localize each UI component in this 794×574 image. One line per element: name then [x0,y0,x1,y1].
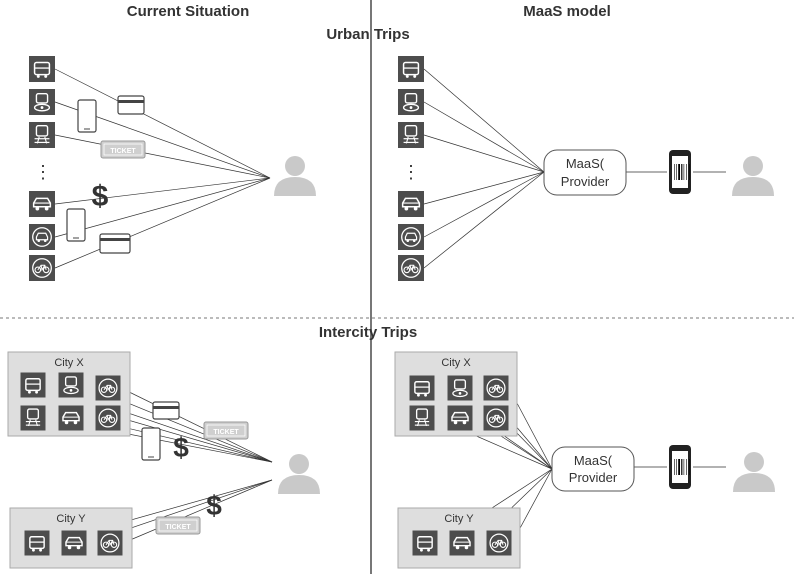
person-icon [732,156,774,196]
provider-line-2: Provider [561,174,610,189]
connection-line [423,171,545,269]
connection-line [423,101,545,173]
more-modes-ellipsis: ⋮ [34,162,52,182]
person-icon [733,452,775,492]
car-icon [398,191,424,217]
tram-icon [447,375,473,401]
credit-card-icon [117,95,145,115]
right-column-title: MaaS model [523,3,611,20]
connection-line [122,479,273,544]
connection-line [54,177,271,269]
city-x-label: City X [441,357,471,369]
barcode-phone-icon [669,445,691,489]
ticket-icon: TICKET [100,140,146,159]
ticket-label: TICKET [165,524,191,531]
dollar-icon: $ [92,180,109,213]
bus-icon [412,530,438,556]
maas-provider-node: MaaS( Provider [551,446,635,492]
more-modes-ellipsis: ⋮ [402,162,420,182]
train-icon [409,405,435,431]
smartphone-icon [141,427,161,461]
connection-line [423,68,545,173]
connection-line [120,417,273,463]
ticket-label: TICKET [213,429,239,436]
bike-icon [483,375,509,401]
intercity-trips-title: Intercity Trips [319,324,417,341]
person-icon [274,156,316,196]
bus-icon [29,56,55,82]
tram-icon [398,89,424,115]
train-icon [29,122,55,148]
car-icon [447,405,473,431]
ticket-label: TICKET [110,148,136,155]
taxi-icon [398,224,424,250]
tram-icon [29,89,55,115]
connection-line [54,177,271,238]
bike-icon [95,405,121,431]
connection-line [423,171,545,238]
connection-line [54,177,271,205]
bus-icon [20,372,46,398]
dollar-icon: $ [206,490,222,521]
connection-line [54,134,271,179]
credit-card-icon [152,401,180,420]
bike-icon [29,255,55,281]
smartphone-icon [66,208,86,242]
ticket-icon: TICKET [203,421,249,440]
barcode-phone-icon [669,150,691,194]
left-column-title: Current Situation [127,3,250,20]
diagram-nodes [20,56,775,556]
bike-icon [95,375,121,401]
bus-icon [24,530,50,556]
provider-line-1: MaaS( [574,453,613,468]
bike-icon [486,530,512,556]
maas-provider-node: MaaS( Provider [543,149,627,196]
bus-icon [398,56,424,82]
connection-line [54,68,271,179]
train-icon [398,122,424,148]
city-y-label: City Y [444,513,474,525]
car-icon [449,530,475,556]
train-icon [20,405,46,431]
bike-icon [97,530,123,556]
city-x-label: City X [54,357,84,369]
ticket-icon: TICKET [155,516,201,535]
connection-line [423,134,545,173]
provider-line-2: Provider [569,470,618,485]
bike-icon [398,255,424,281]
smartphone-icon [77,99,97,133]
car-icon [58,405,84,431]
dollar-icon: $ [173,432,189,463]
car-icon [29,191,55,217]
connection-line [120,387,273,463]
city-y-label: City Y [56,513,86,525]
tram-icon [58,372,84,398]
taxi-icon [29,224,55,250]
car-icon [61,530,87,556]
urban-trips-title: Urban Trips [326,26,409,43]
person-icon [278,454,320,494]
bus-icon [409,375,435,401]
bike-icon [483,405,509,431]
provider-line-1: MaaS( [566,156,605,171]
credit-card-icon [99,233,131,254]
connection-line [423,171,545,205]
